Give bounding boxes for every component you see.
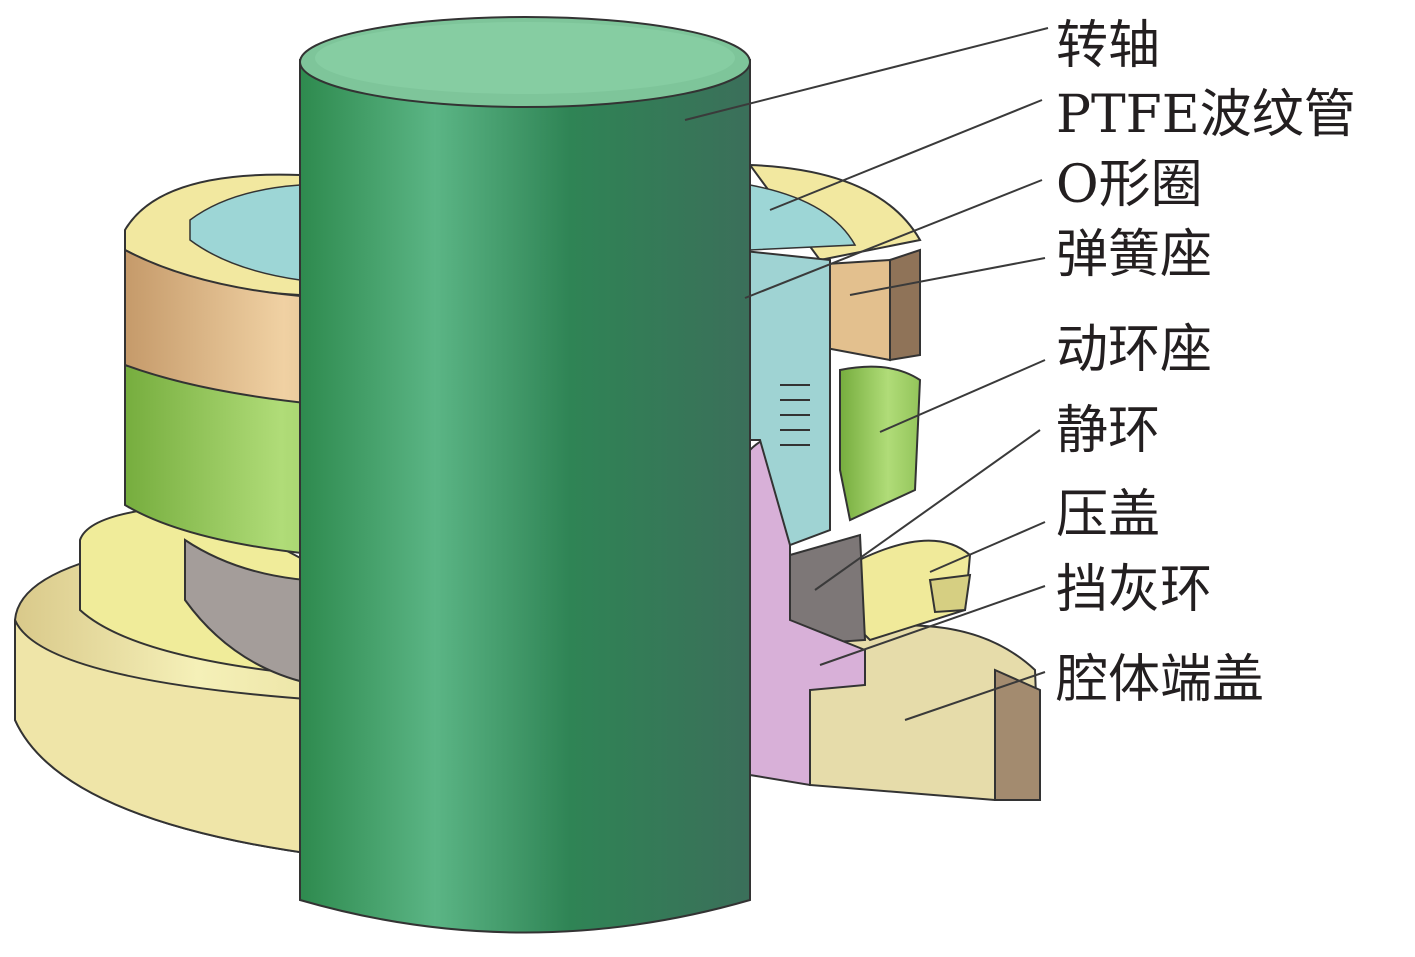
shaft-part	[299, 16, 751, 934]
label-shaft: 转轴	[1056, 16, 1160, 76]
label-gland: 压盖	[1056, 485, 1160, 545]
label-o-ring: O形圈	[1056, 155, 1203, 215]
label-ptfe-bellows: PTFE波纹管	[1056, 85, 1356, 145]
label-static-ring: 静环	[1056, 401, 1160, 461]
label-dust-ring: 挡灰环	[1056, 560, 1212, 620]
label-spring-seat: 弹簧座	[1056, 225, 1212, 285]
label-chamber-end-cover: 腔体端盖	[1056, 650, 1264, 710]
label-moving-ring-seat: 动环座	[1056, 320, 1212, 380]
leader-lines	[684, 27, 1049, 721]
